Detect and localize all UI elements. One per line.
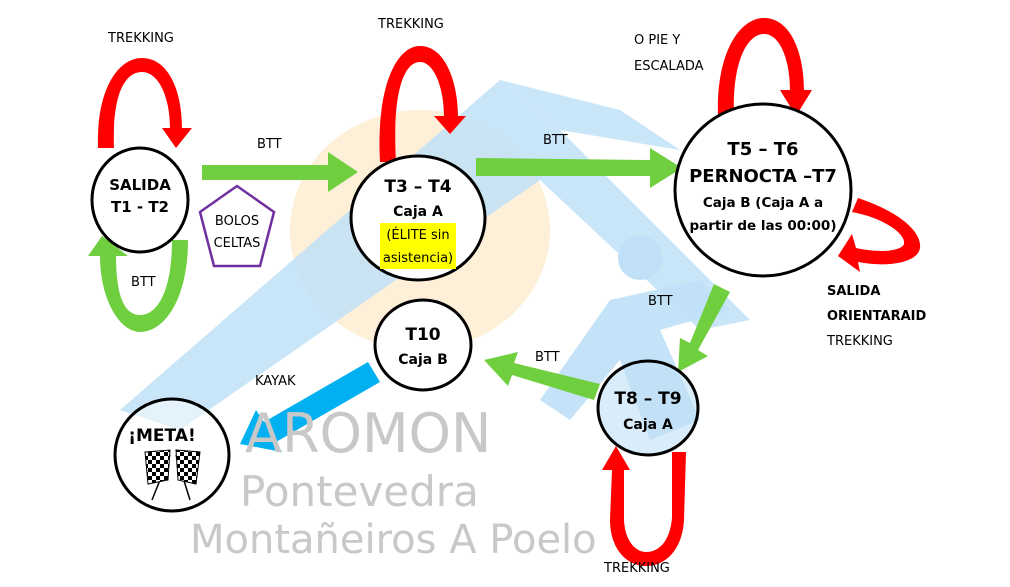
logo-runner-head [618,236,662,280]
node-t3-title: T3 – T4 [384,177,451,197]
arrow-salida-to-t3 [202,152,358,192]
node-meta-title: ¡META! [128,426,195,446]
loop-t3-trekking [379,46,466,162]
label-t3-trekking: TREKKING [377,17,444,32]
loop-t5-orientaraid [838,198,921,272]
node-bolos-celtas: BOLOS CELTAS [198,184,276,268]
arrow-t8-to-t10 [484,352,600,400]
arrow-t10-to-meta-kayak [240,362,380,452]
label-escalada: ESCALADA [634,59,704,74]
node-t10: T10 Caja B [373,298,473,392]
node-t8-box: Caja A [623,417,673,433]
node-t10-box: Caja B [398,352,448,368]
watermark-line-3: Montañeiros A Poelo [190,517,597,563]
loop-salida-trekking [97,58,192,148]
node-salida-subtitle: T1 - T2 [111,198,169,216]
highlight [380,223,456,269]
arrow-t5-to-t8 [678,284,730,372]
label-orientaraid: ORIENTARAID [827,309,926,324]
node-t5-title: T5 – T6 [727,139,798,160]
watermark-line-1: AROMON [245,402,491,465]
watermark-text: AROMON Pontevedra Montañeiros A Poelo [190,402,597,563]
label-salida-trekking: TREKKING [107,31,174,46]
label-kayak: KAYAK [255,374,296,389]
node-t3-box: Caja A [393,204,443,220]
loop-t8-trekking [602,446,686,566]
loop-salida-btt [88,236,188,332]
label-btt-2: BTT [543,133,568,148]
node-meta: ¡META! [113,397,231,513]
watermark-line-2: Pontevedra [240,467,479,516]
node-t3-note-2: asistencia) [383,251,453,266]
node-t8-t9: T8 – T9 Caja A [596,359,700,457]
logo-mountain-peak [500,80,680,150]
label-btt-3: BTT [648,294,673,309]
node-t3-note-1: (ÉLITE sin [386,227,449,243]
edge-labels: TREKKING BTT BTT TREKKING BTT O PIE Y ES… [107,17,926,576]
node-t10-title: T10 [405,325,440,345]
label-btt-4: BTT [535,350,560,365]
bolos-line-1: BOLOS [215,214,259,229]
label-salida-btt: BTT [131,275,156,290]
node-salida: SALIDA T1 - T2 [90,146,190,254]
bolos-line-2: CELTAS [214,236,261,251]
node-t5-t7: T5 – T6 PERNOCTA –T7 Caja B (Caja A a pa… [673,102,853,278]
arrow-t3-to-t5 [476,148,682,188]
label-t8-trekking: TREKKING [603,561,670,576]
label-salida-orientaraid: SALIDA [827,284,880,299]
label-btt-1: BTT [257,137,282,152]
node-t5-box-2: partir de las 00:00) [689,218,836,234]
checkered-flags-icon [144,449,201,501]
node-salida-title: SALIDA [109,176,171,194]
node-t3-t4: T3 – T4 Caja A (ÉLITE sin asistencia) [349,154,487,282]
node-t5-pernocta: PERNOCTA –T7 [689,166,837,187]
trekking-loops [97,18,921,566]
pentagon-shape [198,184,276,268]
label-o-pie: O PIE Y [634,33,680,48]
node-t5-box-1: Caja B (Caja A a [703,195,823,211]
btt-arrows [88,148,730,400]
label-t5-trekking: TREKKING [826,334,893,349]
loop-t5-escalada [717,18,812,116]
node-t8-title: T8 – T9 [614,389,681,409]
